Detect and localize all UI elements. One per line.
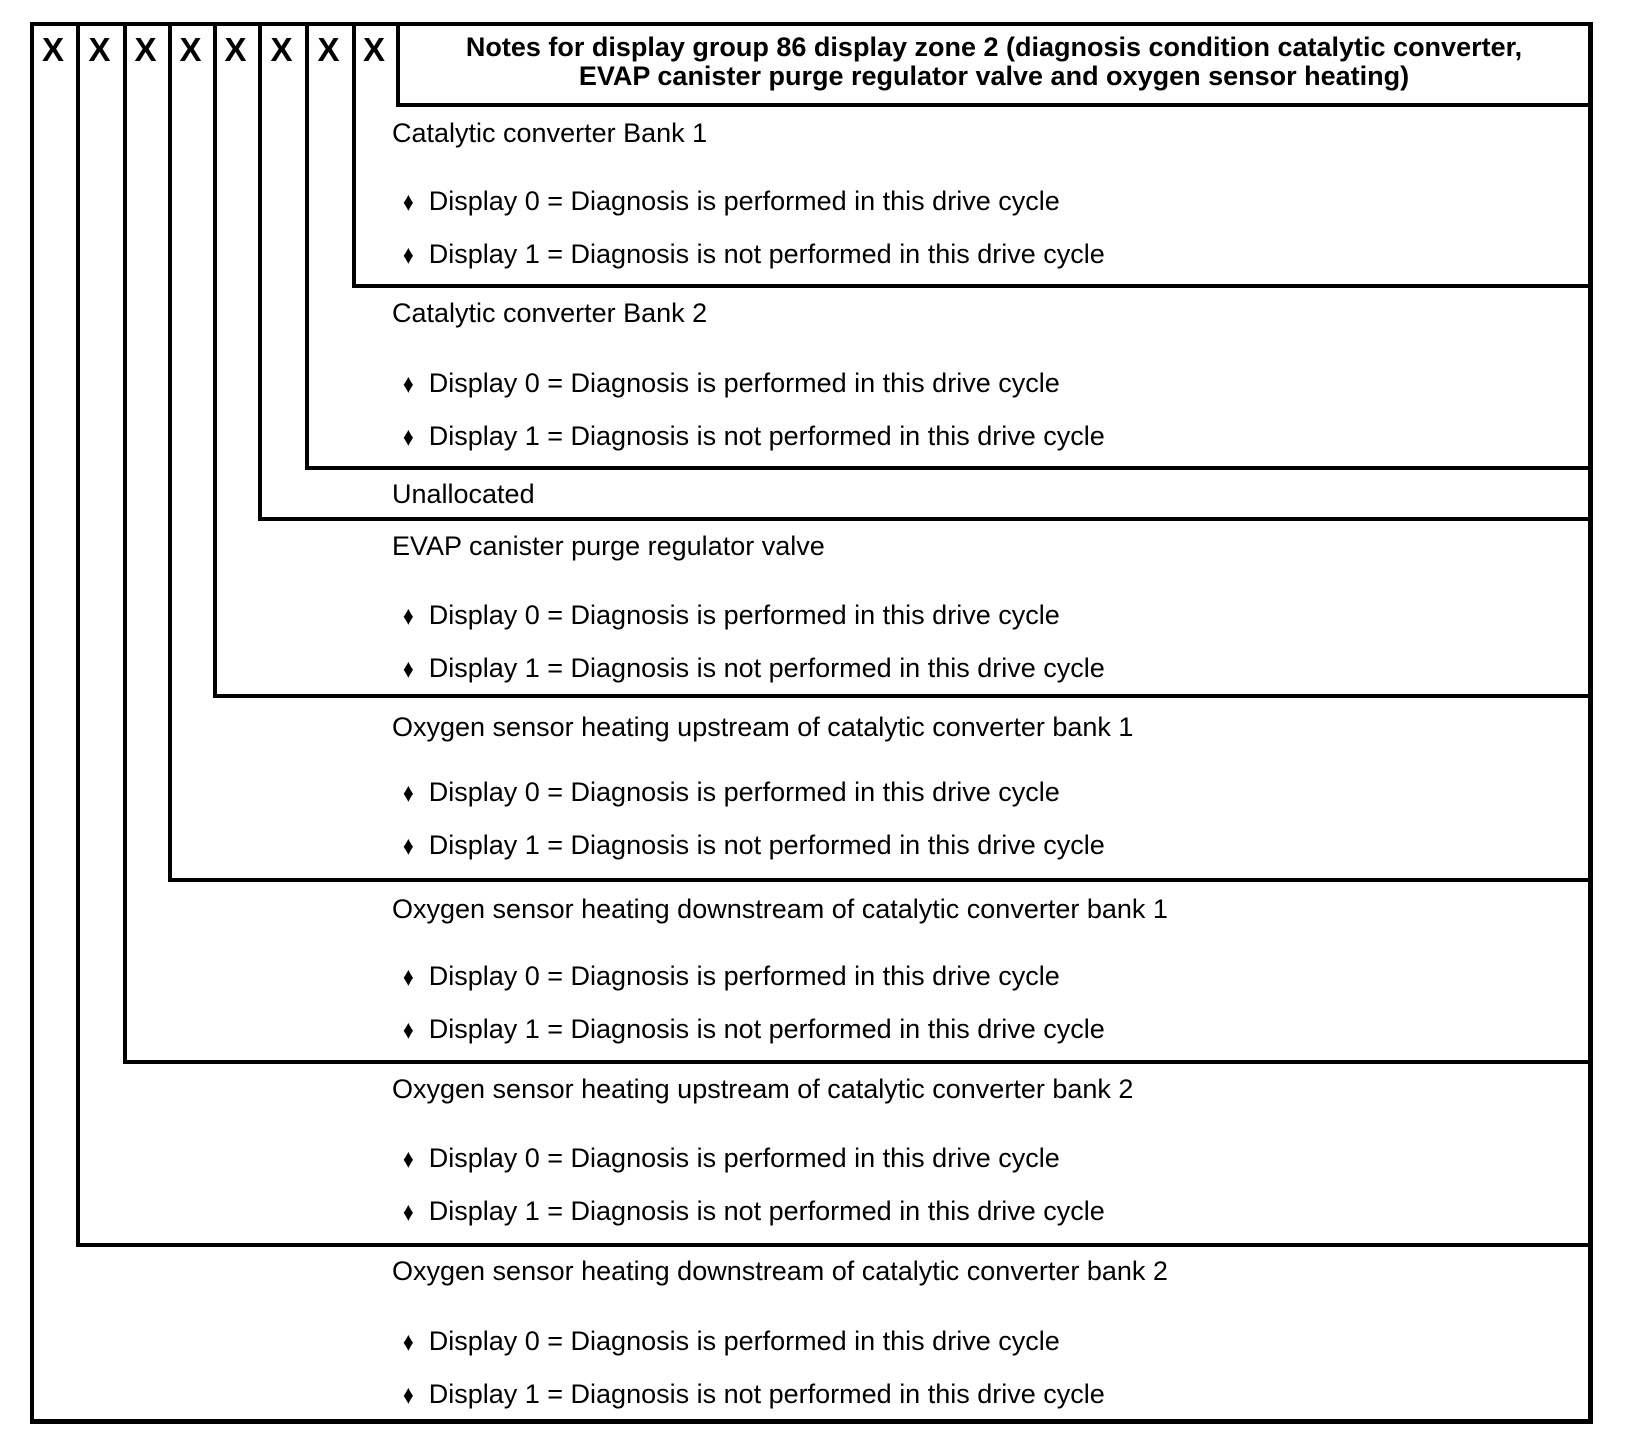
bullet-text: Display 0 = Diagnosis is performed in th… xyxy=(428,961,1060,991)
section7-bullet-display0: ♦ Display 0 = Diagnosis is performed in t… xyxy=(403,1143,1060,1175)
bit-cell-x: X xyxy=(134,31,157,68)
bullet-text: Display 1 = Diagnosis is not performed i… xyxy=(428,1196,1105,1226)
section8-bullet-display1: ♦ Display 1 = Diagnosis is not performed … xyxy=(403,1379,1105,1411)
header-box-left-line xyxy=(396,22,400,107)
diamond-bullet-icon: ♦ xyxy=(403,1381,414,1410)
bullet-text: Display 0 = Diagnosis is performed in th… xyxy=(428,1143,1060,1173)
bit2-bracket-vertical-line xyxy=(305,22,309,470)
bullet-text: Display 0 = Diagnosis is performed in th… xyxy=(428,368,1060,398)
header-title: Notes for display group 86 display zone … xyxy=(400,33,1588,91)
section6-bottom-line xyxy=(123,1060,1593,1064)
bullet-text: Display 1 = Diagnosis is not performed i… xyxy=(428,830,1105,860)
section5-bullet-display1: ♦ Display 1 = Diagnosis is not performed … xyxy=(403,830,1105,862)
bullet-text: Display 0 = Diagnosis is performed in th… xyxy=(428,1326,1060,1356)
diamond-bullet-icon: ♦ xyxy=(403,1328,414,1357)
bullet-text: Display 1 = Diagnosis is not performed i… xyxy=(428,1014,1105,1044)
diamond-bullet-icon: ♦ xyxy=(403,963,414,992)
bit3-bracket-vertical-line xyxy=(258,22,262,521)
bit-cell-x: X xyxy=(179,31,202,68)
diamond-bullet-icon: ♦ xyxy=(403,602,414,631)
diamond-bullet-icon: ♦ xyxy=(403,370,414,399)
header-title-line2: EVAP canister purge regulator valve and … xyxy=(578,61,1410,91)
section4-bottom-line xyxy=(213,694,1593,698)
frame-bottom-line xyxy=(30,1419,1593,1424)
diamond-bullet-icon: ♦ xyxy=(403,188,414,217)
bit-cell-x: X xyxy=(224,31,247,68)
frame-right-line xyxy=(1588,22,1593,1424)
bullet-text: Display 1 = Diagnosis is not performed i… xyxy=(428,653,1105,683)
bullet-text: Display 1 = Diagnosis is not performed i… xyxy=(428,421,1105,451)
section7-bullet-display1: ♦ Display 1 = Diagnosis is not performed … xyxy=(403,1196,1105,1228)
diamond-bullet-icon: ♦ xyxy=(403,1145,414,1174)
diamond-bullet-icon: ♦ xyxy=(403,241,414,270)
diamond-bullet-icon: ♦ xyxy=(403,655,414,684)
bit7-bracket-vertical-line xyxy=(76,22,80,1247)
section2-bullet-display1: ♦ Display 1 = Diagnosis is not performed … xyxy=(403,421,1105,453)
section4-label: EVAP canister purge regulator valve xyxy=(392,531,825,561)
bit5-bracket-vertical-line xyxy=(168,22,172,882)
section1-bottom-line xyxy=(352,284,1593,288)
section8-label: Oxygen sensor heating downstream of cata… xyxy=(392,1256,1168,1286)
section4-bullet-display1: ♦ Display 1 = Diagnosis is not performed … xyxy=(403,653,1105,685)
section1-bullet-display1: ♦ Display 1 = Diagnosis is not performed … xyxy=(403,239,1105,271)
section7-label: Oxygen sensor heating upstream of cataly… xyxy=(392,1074,1134,1104)
section6-bullet-display0: ♦ Display 0 = Diagnosis is performed in t… xyxy=(403,961,1060,993)
section5-label: Oxygen sensor heating upstream of cataly… xyxy=(392,712,1134,742)
bullet-text: Display 1 = Diagnosis is not performed i… xyxy=(428,1379,1105,1409)
section3-label: Unallocated xyxy=(392,479,535,509)
section2-bullet-display0: ♦ Display 0 = Diagnosis is performed in t… xyxy=(403,368,1060,400)
bit1-bracket-vertical-line xyxy=(352,22,356,288)
bit-cell-x: X xyxy=(317,31,340,68)
section6-bullet-display1: ♦ Display 1 = Diagnosis is not performed … xyxy=(403,1014,1105,1046)
section5-bottom-line xyxy=(168,878,1593,882)
section3-bottom-line xyxy=(258,517,1593,521)
frame-left-line xyxy=(30,22,34,1424)
section7-bottom-line xyxy=(76,1243,1593,1247)
section4-bullet-display0: ♦ Display 0 = Diagnosis is performed in t… xyxy=(403,600,1060,632)
diamond-bullet-icon: ♦ xyxy=(403,779,414,808)
bit-cell-x: X xyxy=(270,31,293,68)
diamond-bullet-icon: ♦ xyxy=(403,423,414,452)
section2-label: Catalytic converter Bank 2 xyxy=(392,298,708,328)
section1-bullet-display0: ♦ Display 0 = Diagnosis is performed in t… xyxy=(403,186,1060,218)
section6-label: Oxygen sensor heating downstream of cata… xyxy=(392,894,1168,924)
bullet-text: Display 1 = Diagnosis is not performed i… xyxy=(428,239,1105,269)
header-title-line1: Notes for display group 86 display zone … xyxy=(465,32,1523,62)
bullet-text: Display 0 = Diagnosis is performed in th… xyxy=(428,777,1060,807)
section5-bullet-display0: ♦ Display 0 = Diagnosis is performed in t… xyxy=(403,777,1060,809)
diamond-bullet-icon: ♦ xyxy=(403,1016,414,1045)
bit-cell-x: X xyxy=(41,31,64,68)
bullet-text: Display 0 = Diagnosis is performed in th… xyxy=(428,600,1060,630)
section2-bottom-line xyxy=(305,466,1593,470)
section1-label: Catalytic converter Bank 1 xyxy=(392,118,708,148)
diamond-bullet-icon: ♦ xyxy=(403,832,414,861)
bit6-bracket-vertical-line xyxy=(123,22,127,1064)
header-box-bottom-line xyxy=(396,103,1593,107)
bit-cell-x: X xyxy=(88,31,111,68)
bit4-bracket-vertical-line xyxy=(213,22,217,698)
bit-cell-x: X xyxy=(362,31,385,68)
diamond-bullet-icon: ♦ xyxy=(403,1198,414,1227)
section8-bullet-display0: ♦ Display 0 = Diagnosis is performed in t… xyxy=(403,1326,1060,1358)
frame-top-line xyxy=(30,22,1593,26)
bullet-text: Display 0 = Diagnosis is performed in th… xyxy=(428,186,1060,216)
